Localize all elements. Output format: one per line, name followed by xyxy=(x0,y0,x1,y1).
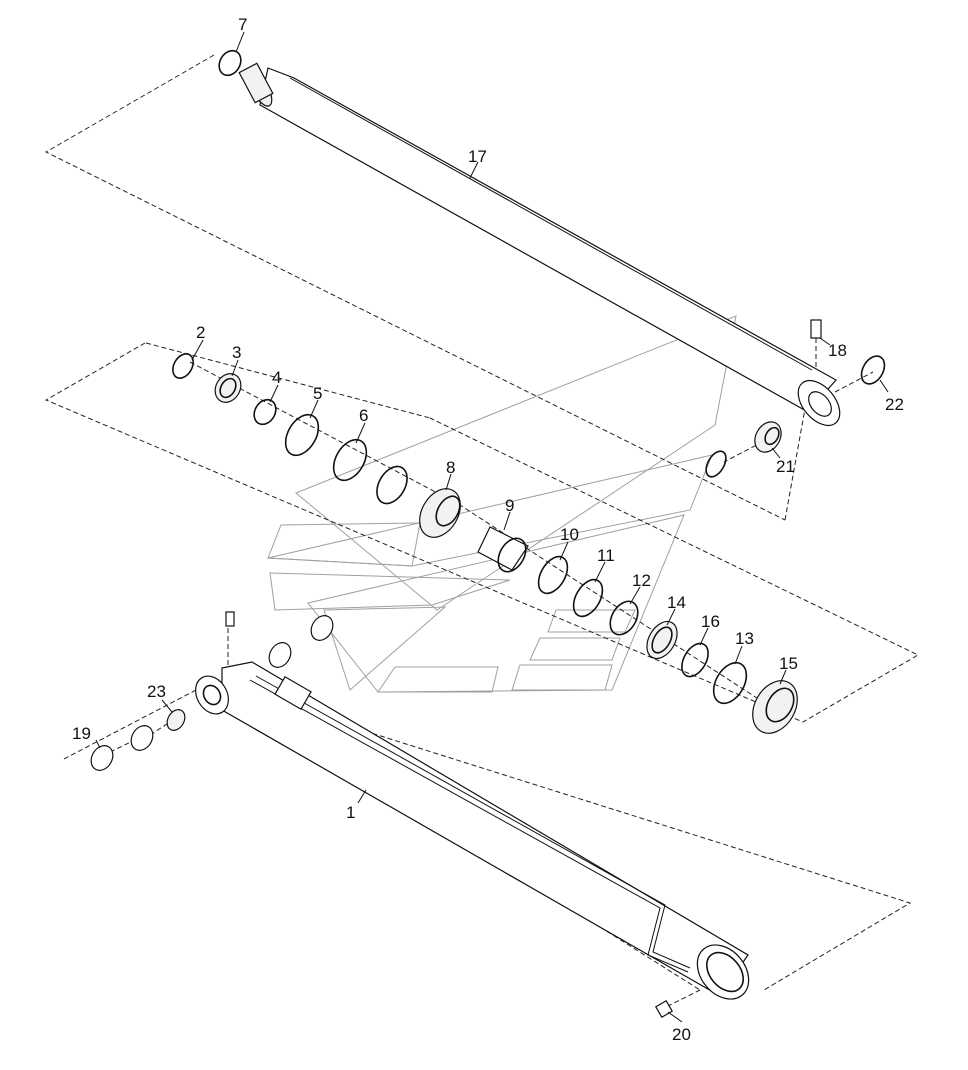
callout-19: 19 xyxy=(72,724,91,743)
ring-10 xyxy=(537,555,569,595)
ring-4 xyxy=(253,398,277,426)
callout-21: 21 xyxy=(776,457,795,476)
callout-14: 14 xyxy=(667,593,686,612)
callout-23: 23 xyxy=(147,682,166,701)
watermark-logo xyxy=(267,315,737,693)
callout-1: 1 xyxy=(346,803,355,822)
callout-20: 20 xyxy=(672,1025,691,1044)
ring-2 xyxy=(172,353,194,379)
piston-8 xyxy=(419,488,461,538)
ring-3 xyxy=(214,373,242,403)
ring-12 xyxy=(609,600,639,636)
ring-6 xyxy=(332,438,368,482)
callout-3: 3 xyxy=(232,343,241,362)
ring-11 xyxy=(572,578,604,618)
piston-rod xyxy=(238,62,841,427)
ring-13 xyxy=(712,661,748,705)
seal-stack xyxy=(172,49,886,734)
callout-16: 16 xyxy=(701,612,720,631)
callout-17: 17 xyxy=(468,147,487,166)
ring-5 xyxy=(284,413,320,457)
callout-6: 6 xyxy=(359,406,368,425)
callout-22: 22 xyxy=(885,395,904,414)
snap-ring-22b xyxy=(705,450,727,478)
gland-15 xyxy=(752,680,798,734)
callout-13: 13 xyxy=(735,629,754,648)
callout-8: 8 xyxy=(446,458,455,477)
callout-7: 7 xyxy=(238,15,247,34)
cylinder-tube xyxy=(195,611,750,1019)
grease-nipple-18 xyxy=(810,319,822,339)
callout-9: 9 xyxy=(505,496,514,515)
snap-ring-22 xyxy=(860,355,886,385)
bushing-21 xyxy=(754,421,782,453)
callout-15: 15 xyxy=(779,654,798,673)
callout-4: 4 xyxy=(272,368,281,387)
callout-18: 18 xyxy=(828,341,847,360)
callout-10: 10 xyxy=(560,525,579,544)
pins-bushings xyxy=(90,615,334,771)
callout-12: 12 xyxy=(632,571,651,590)
ring-14 xyxy=(646,620,678,660)
callout-2: 2 xyxy=(196,323,205,342)
leader-lines xyxy=(95,31,889,1023)
ring-16 xyxy=(681,642,709,678)
callout-labels: 7 17 2 3 4 5 6 8 18 22 21 9 10 11 12 14 … xyxy=(72,15,904,1044)
callout-11: 11 xyxy=(597,546,615,565)
callout-5: 5 xyxy=(313,384,322,403)
